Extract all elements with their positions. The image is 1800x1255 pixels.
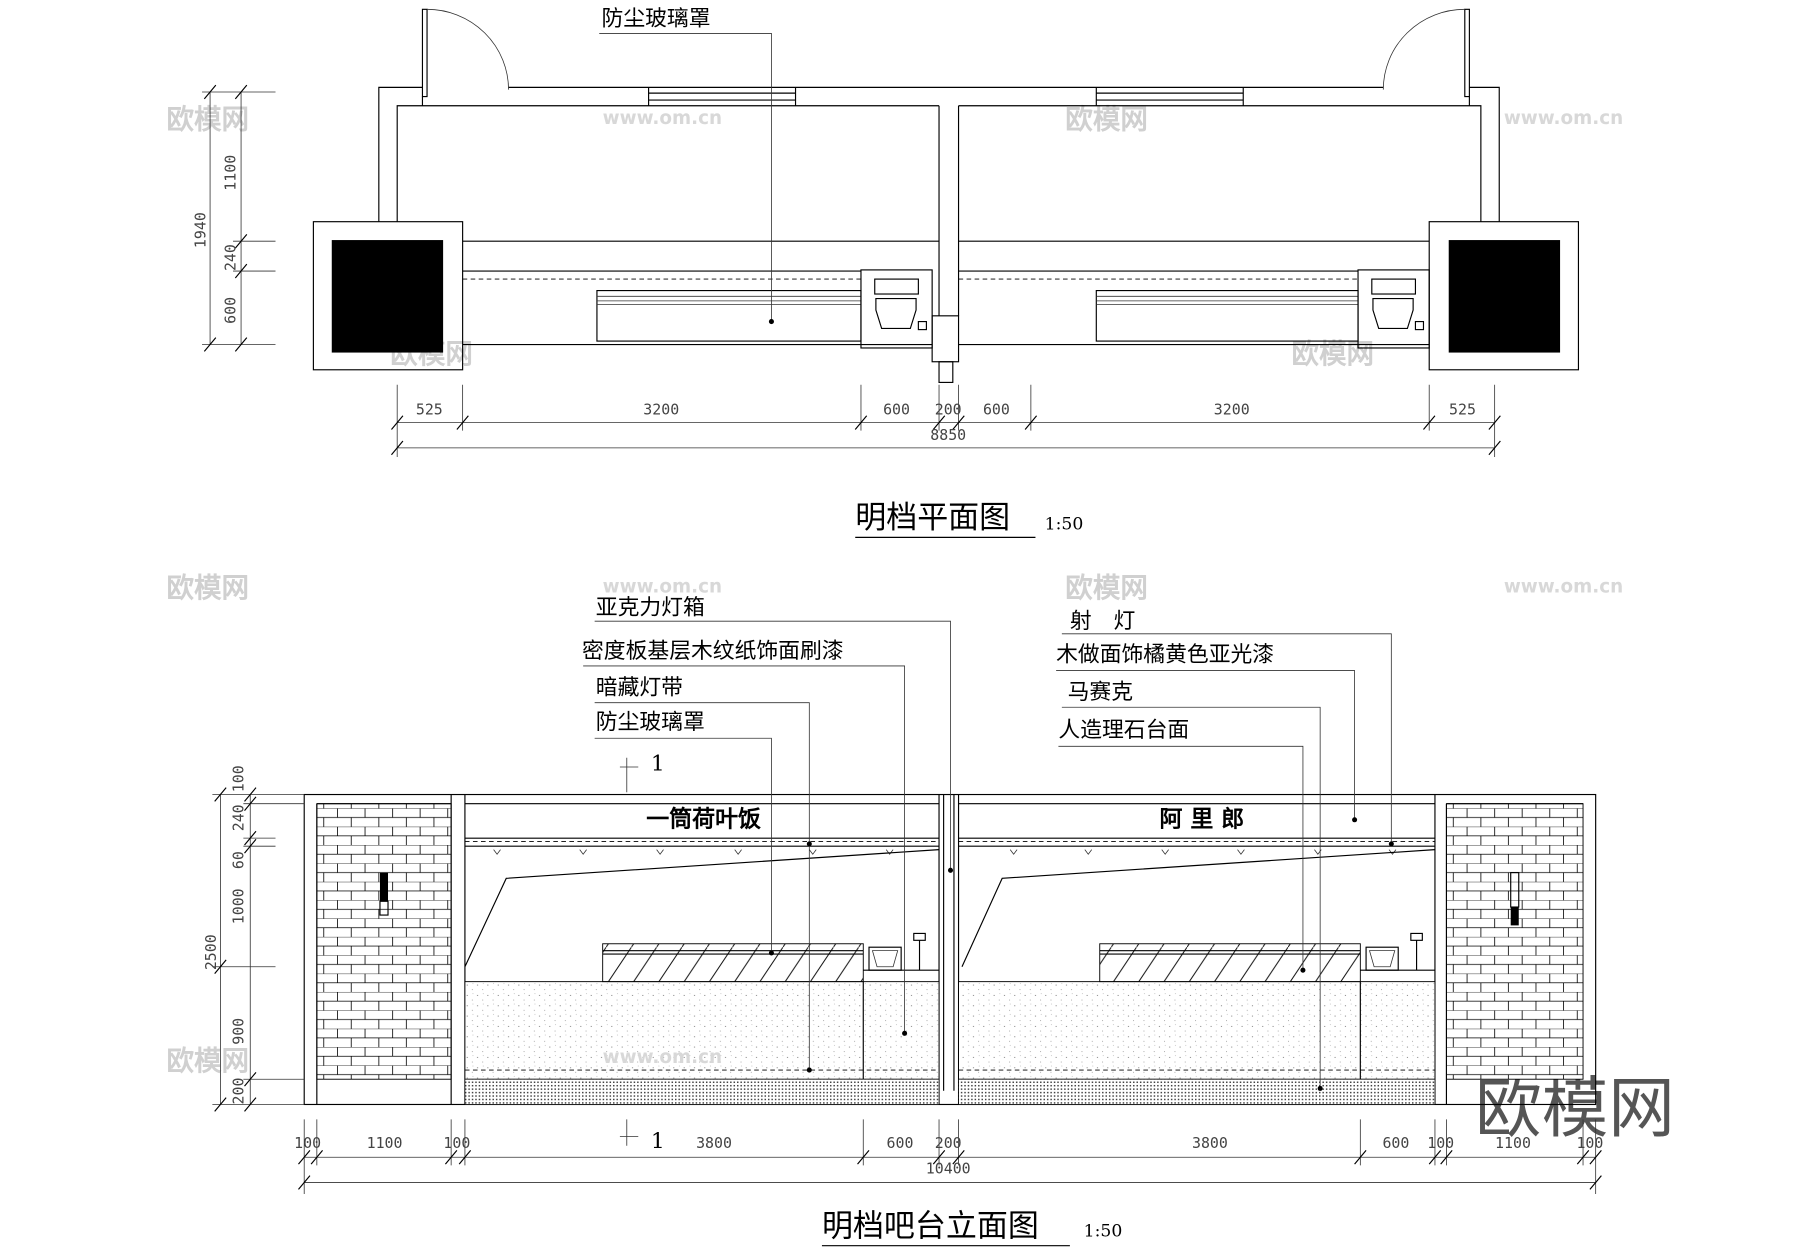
dim-100: 100 bbox=[294, 1134, 321, 1152]
dim-1100: 1100 bbox=[221, 155, 239, 191]
section-mark-top: 1 bbox=[651, 751, 665, 776]
dim-3800: 3800 bbox=[696, 1134, 732, 1152]
door-swing-right bbox=[1382, 8, 1465, 90]
dim-200: 200 bbox=[935, 1134, 962, 1152]
dim-1100: 1100 bbox=[367, 1134, 403, 1152]
counter-front-right bbox=[958, 981, 1436, 1080]
label-hidden-lightstrip: 暗藏灯带 bbox=[596, 676, 683, 701]
sink-unit-left bbox=[860, 269, 933, 349]
label-mosaic: 马赛克 bbox=[1068, 680, 1133, 705]
watermark-url: www.om.cn bbox=[1504, 108, 1623, 129]
glass-cover-right bbox=[1095, 290, 1359, 342]
elevation-view: 一筒荷叶饭 阿 里 郎 亚克力灯箱 密度板基层木纹纸饰面刷漆 暗藏灯带 防尘玻璃… bbox=[202, 595, 1603, 1247]
glass-case-left bbox=[602, 943, 864, 983]
dim-600: 600 bbox=[887, 1134, 914, 1152]
label-glass-cover: 防尘玻璃罩 bbox=[596, 710, 705, 735]
dim-600: 600 bbox=[983, 401, 1010, 419]
spotlights bbox=[493, 849, 1397, 855]
brick-wall-right bbox=[1445, 803, 1584, 1080]
watermark-logo-large: 欧模网 bbox=[1475, 1069, 1675, 1147]
glass-case-right bbox=[1099, 943, 1361, 983]
column-left bbox=[312, 221, 464, 371]
label-glass-cover: 防尘玻璃罩 bbox=[602, 6, 711, 31]
watermark-logo: 欧模网 bbox=[166, 572, 249, 604]
door-swing-left bbox=[427, 8, 509, 90]
dim-100: 100 bbox=[1427, 1134, 1454, 1152]
watermark-url: www.om.cn bbox=[1504, 576, 1623, 597]
dim-900: 900 bbox=[229, 1018, 247, 1045]
watermark-url: www.om.cn bbox=[603, 108, 722, 129]
label-artificial-marble: 人造理石台面 bbox=[1058, 718, 1189, 743]
watermark-logo: 欧模网 bbox=[166, 1045, 249, 1077]
dim-200: 200 bbox=[935, 401, 962, 419]
sign-text-right: 阿 里 郎 bbox=[1159, 806, 1244, 833]
plan-view: 防尘玻璃罩 1940 1100 240 600 525 3200 600 200… bbox=[191, 6, 1580, 538]
elevation-title: 明档吧台立面图 bbox=[822, 1208, 1039, 1244]
dim-1000: 1000 bbox=[229, 888, 247, 924]
label-mdf-woodgrain: 密度板基层木纹纸饰面刷漆 bbox=[582, 639, 844, 664]
plan-title: 明档平面图 bbox=[855, 500, 1010, 536]
dim-240: 240 bbox=[221, 244, 239, 271]
brick-wall-left bbox=[316, 803, 452, 1080]
section-mark-bottom: 1 bbox=[651, 1129, 665, 1154]
dim-2500: 2500 bbox=[202, 934, 220, 970]
dim-600: 600 bbox=[883, 401, 910, 419]
glass-cover-left bbox=[596, 290, 862, 342]
watermark-url: www.om.cn bbox=[603, 576, 722, 597]
dim-240: 240 bbox=[229, 804, 247, 831]
door-right bbox=[1464, 8, 1470, 98]
label-spotlight: 射 灯 bbox=[1070, 609, 1135, 634]
dim-3800: 3800 bbox=[1192, 1134, 1228, 1152]
plan-scale: 1:50 bbox=[1045, 514, 1084, 534]
dim-600: 600 bbox=[1382, 1134, 1409, 1152]
dim-60: 60 bbox=[229, 851, 247, 869]
dim-total-10400: 10400 bbox=[926, 1159, 971, 1177]
dim-100: 100 bbox=[1576, 1134, 1603, 1152]
mosaic-base-right bbox=[958, 1078, 1436, 1105]
dim-525: 525 bbox=[1449, 401, 1476, 419]
counter-front-left bbox=[464, 981, 940, 1080]
sign-text-left: 一筒荷叶饭 bbox=[646, 806, 761, 833]
dim-3200: 3200 bbox=[643, 401, 679, 419]
dim-525: 525 bbox=[416, 401, 443, 419]
label-orange-matte-paint: 木做面饰橘黄色亚光漆 bbox=[1056, 642, 1274, 667]
door-left bbox=[421, 8, 428, 98]
dim-1100: 1100 bbox=[1495, 1134, 1531, 1152]
dim-600: 600 bbox=[221, 297, 239, 324]
watermark-logo: 欧模网 bbox=[166, 104, 249, 136]
dim-1940: 1940 bbox=[191, 212, 209, 248]
watermarks: 欧模网 欧模网 www.om.cn www.om.cn 欧模网 欧模网 欧模网 … bbox=[166, 104, 1674, 1147]
dim-200: 200 bbox=[229, 1078, 247, 1105]
dim-100: 100 bbox=[443, 1134, 470, 1152]
window-right bbox=[1095, 87, 1244, 106]
sink-unit-right bbox=[1357, 269, 1430, 349]
watermark-logo: 欧模网 bbox=[1065, 104, 1148, 136]
watermark-logo: 欧模网 bbox=[1291, 338, 1374, 370]
elevation-scale: 1:50 bbox=[1084, 1221, 1123, 1241]
mosaic-base-left bbox=[464, 1078, 940, 1105]
watermark-url: www.om.cn bbox=[603, 1047, 722, 1068]
dim-100: 100 bbox=[229, 765, 247, 792]
window-left bbox=[648, 87, 797, 106]
watermark-logo: 欧模网 bbox=[1065, 572, 1148, 604]
dim-3200: 3200 bbox=[1214, 401, 1250, 419]
dim-total-8850: 8850 bbox=[930, 426, 966, 444]
label-acrylic-lightbox: 亚克力灯箱 bbox=[596, 595, 705, 620]
